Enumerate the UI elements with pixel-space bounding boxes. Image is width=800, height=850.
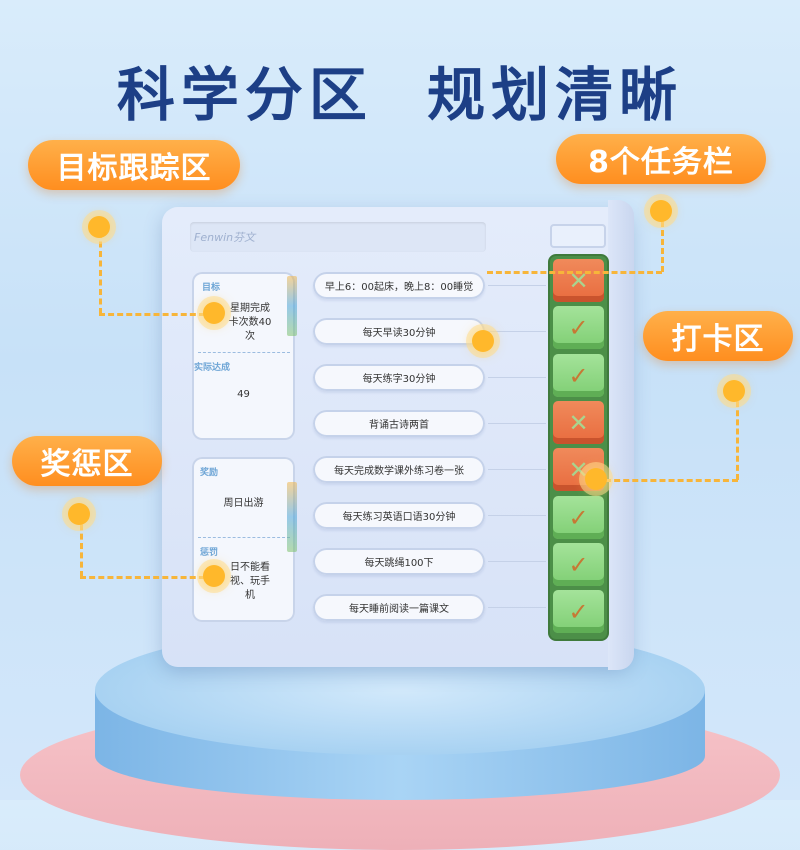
task-item-1[interactable]: 早上6：00起床，晚上8：00睡觉 bbox=[313, 272, 485, 299]
cross-icon: ✕ bbox=[568, 455, 589, 484]
goal-zone-dot bbox=[88, 216, 110, 238]
checkin-target-dot bbox=[585, 468, 607, 490]
goal-guide-line bbox=[99, 313, 214, 316]
taskbar-target-dot bbox=[472, 330, 494, 352]
goal-label: 目标 bbox=[202, 283, 221, 293]
reward-panel: 奖励 周日出游 惩罚 日不能看 视、玩手 机 bbox=[192, 457, 295, 622]
task-groove bbox=[488, 285, 546, 286]
task-groove bbox=[488, 331, 546, 332]
page-title: 科学分区 规划清晰 bbox=[116, 61, 684, 129]
check-tile[interactable]: ✓ bbox=[553, 354, 604, 397]
task-groove bbox=[488, 423, 546, 424]
task-groove bbox=[488, 377, 546, 378]
callout-task-bar: 8个任务栏 bbox=[556, 134, 766, 184]
reward-target-dot bbox=[203, 565, 225, 587]
cross-icon: ✕ bbox=[568, 408, 589, 437]
goal-guide-line bbox=[99, 232, 102, 314]
task-groove bbox=[488, 515, 546, 516]
check-tile[interactable]: ✓ bbox=[553, 590, 604, 633]
cross-tile[interactable]: ✕ bbox=[553, 259, 604, 302]
checkmark-icon: ✓ bbox=[568, 361, 589, 390]
reward-guide-line bbox=[80, 576, 214, 579]
checkmark-icon: ✓ bbox=[568, 313, 589, 342]
task-groove bbox=[488, 469, 546, 470]
callout-reward-zone: 奖惩区 bbox=[12, 436, 162, 486]
callout-checkin-zone: 打卡区 bbox=[643, 311, 793, 361]
checkmark-icon: ✓ bbox=[568, 550, 589, 579]
checkin-guide-line bbox=[596, 479, 738, 482]
reward-guide-line bbox=[80, 515, 83, 577]
goal-decoration bbox=[287, 276, 297, 336]
task-item-2[interactable]: 每天早读30分钟 bbox=[313, 318, 485, 345]
task-item-6[interactable]: 每天练习英语口语30分钟 bbox=[313, 502, 485, 529]
checkin-guide-line bbox=[736, 392, 739, 480]
goal-divider bbox=[198, 352, 290, 353]
goal-zone-target-dot bbox=[203, 302, 225, 324]
board-header-bar bbox=[190, 222, 486, 252]
checkin-zone-dot bbox=[723, 380, 745, 402]
task-item-4[interactable]: 背诵古诗两首 bbox=[313, 410, 485, 437]
task-groove bbox=[488, 561, 546, 562]
actual-value: 49 bbox=[237, 389, 250, 400]
task-groove bbox=[488, 607, 546, 608]
callout-goal-zone: 目标跟踪区 bbox=[28, 140, 240, 190]
board-top-slot bbox=[550, 224, 606, 248]
task-item-3[interactable]: 每天练字30分钟 bbox=[313, 364, 485, 391]
reward-text: 周日出游 bbox=[223, 498, 264, 509]
task-item-5[interactable]: 每天完成数学课外练习卷一张 bbox=[313, 456, 485, 483]
check-tile[interactable]: ✓ bbox=[553, 496, 604, 539]
penalty-label: 惩罚 bbox=[200, 548, 219, 558]
taskbar-guide-line bbox=[661, 212, 664, 272]
reward-label: 奖励 bbox=[200, 468, 219, 478]
actual-label: 实际达成 bbox=[194, 363, 231, 373]
goal-panel: 目标 星期完成 卡次数40 次 实际达成 49 bbox=[192, 272, 295, 440]
check-tile[interactable]: ✓ bbox=[553, 306, 604, 349]
reward-zone-dot bbox=[68, 503, 90, 525]
reward-decoration bbox=[287, 482, 297, 552]
task-item-8[interactable]: 每天睡前阅读一篇课文 bbox=[313, 594, 485, 621]
taskbar-guide-line bbox=[487, 271, 662, 274]
reward-divider bbox=[198, 537, 290, 538]
checkmark-icon: ✓ bbox=[568, 503, 589, 532]
check-tile[interactable]: ✓ bbox=[553, 543, 604, 586]
cross-tile[interactable]: ✕ bbox=[553, 401, 604, 444]
brand-logo: Fenwin芬文 bbox=[194, 231, 256, 244]
goal-text: 星期完成 卡次数40 次 bbox=[228, 303, 272, 342]
penalty-text: 日不能看 视、玩手 机 bbox=[230, 562, 270, 601]
taskbar-dot bbox=[650, 200, 672, 222]
checkmark-icon: ✓ bbox=[568, 597, 589, 626]
task-item-7[interactable]: 每天跳绳100下 bbox=[313, 548, 485, 575]
board-right-rail bbox=[608, 200, 634, 670]
